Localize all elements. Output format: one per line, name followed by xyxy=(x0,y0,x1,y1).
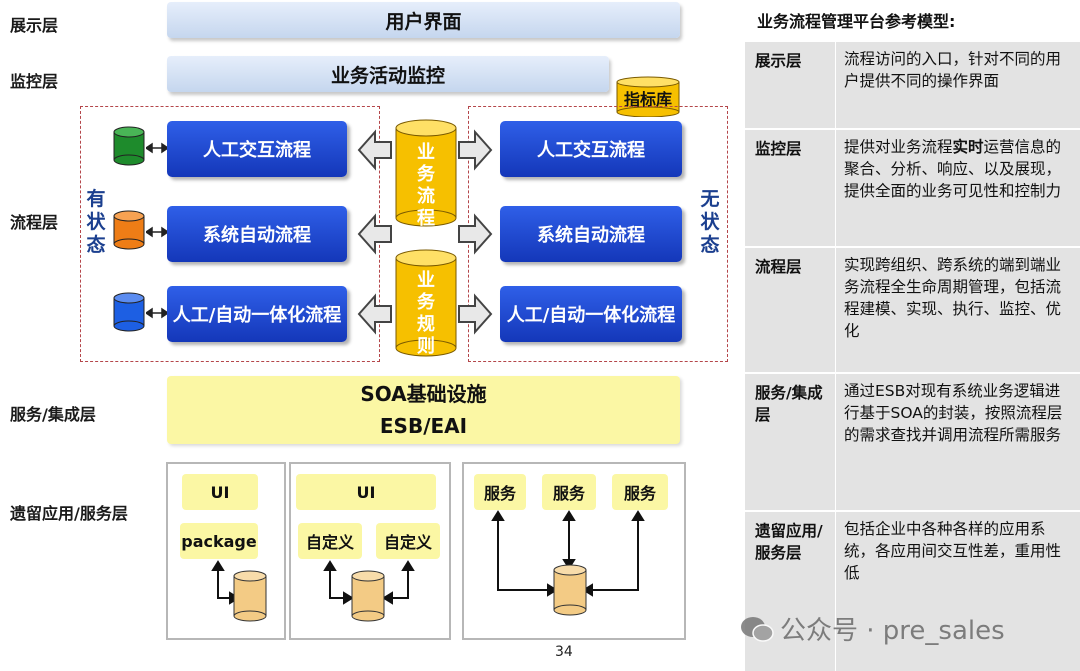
layer-label-monitoring: 监控层 xyxy=(10,72,59,91)
business-rule-db-label: 业务规则库 xyxy=(417,270,435,379)
legacy-3-service-2: 服务 xyxy=(542,474,596,510)
orange-db-icon xyxy=(113,210,145,250)
legacy-2-custom-left: 自定义 xyxy=(298,523,362,559)
left-integrated-process: 人工/自动一体化流程 xyxy=(167,286,347,342)
panel-row-name-legacy: 遗留应用/服务层 xyxy=(745,512,835,671)
stateless-label: 无状态 xyxy=(700,188,720,256)
business-rule-db-icon xyxy=(395,249,457,357)
panel-title: 业务流程管理平台参考模型: xyxy=(757,12,956,31)
right-system-auto-process: 系统自动流程 xyxy=(500,206,682,262)
hollow-arrows xyxy=(357,129,493,335)
wechat-icon xyxy=(741,616,774,642)
green-db-icon xyxy=(113,126,145,166)
business-activity-monitoring-bar: 业务活动监控 xyxy=(167,56,609,92)
legacy-3-service-3: 服务 xyxy=(612,474,668,510)
legacy-3-service-1: 服务 xyxy=(474,474,526,510)
business-flow-db-label: 业务流程库 xyxy=(417,142,435,251)
page-number: 34 xyxy=(555,644,573,660)
blue-db-icon xyxy=(113,292,145,332)
legacy-1-links xyxy=(211,560,267,622)
realtime-emphasis: 实时 xyxy=(952,138,984,156)
indicator-db-label: 指标库 xyxy=(623,90,672,109)
left-system-auto-process: 系统自动流程 xyxy=(167,206,347,262)
panel-row-desc-presentation: 流程访问的入口，针对不同的用户提供不同的操作界面 xyxy=(836,42,1080,128)
watermark-text: 公众号 · pre_sales xyxy=(780,616,1005,646)
legacy-1-package: package xyxy=(180,523,258,559)
indicator-db-icon xyxy=(616,76,680,117)
business-flow-db-icon xyxy=(395,119,457,227)
legacy-2-ui: UI xyxy=(296,474,436,510)
layer-label-legacy: 遗留应用/服务层 xyxy=(10,504,128,523)
panel-row-desc-monitoring: 提供对业务流程实时运营信息的聚合、分析、响应、以及展现，提供全面的业务可见性和控… xyxy=(836,130,1080,246)
legacy-1-ui: UI xyxy=(182,474,258,510)
panel-row-desc-legacy: 包括企业中各种各样的应用系统，各应用间交互性差，重用性低 xyxy=(836,512,1080,671)
legacy-2-links xyxy=(323,560,415,622)
right-manual-interaction-process: 人工交互流程 xyxy=(500,121,682,177)
panel-row-name-monitoring: 监控层 xyxy=(745,130,835,246)
panel-row-name-process: 流程层 xyxy=(745,248,835,372)
panel-row-name-presentation: 展示层 xyxy=(745,42,835,128)
db-link-arrows xyxy=(146,142,168,319)
layer-label-process: 流程层 xyxy=(10,213,59,232)
watermark: 公众号 · pre_sales xyxy=(740,610,1005,647)
stateful-label: 有状态 xyxy=(86,188,106,256)
panel-row-desc-process: 实现跨组织、跨系统的端到端业务流程全生命周期管理，包括流程建模、实现、执行、监控… xyxy=(836,248,1080,372)
esb-eai-label: ESB/EAI xyxy=(379,414,468,438)
user-interface-bar: 用户界面 xyxy=(167,2,680,38)
left-manual-interaction-process: 人工交互流程 xyxy=(167,121,347,177)
legacy-3-links xyxy=(491,510,645,616)
panel-row-name-service: 服务/集成层 xyxy=(745,374,835,510)
layer-label-service: 服务/集成层 xyxy=(10,405,96,424)
right-integrated-process: 人工/自动一体化流程 xyxy=(500,286,682,342)
soa-title: SOA基础设施 xyxy=(360,382,487,406)
panel-row-desc-service: 通过ESB对现有系统业务逻辑进行基于SOA的封装，按照流程层的需求查找并调用流程… xyxy=(836,374,1080,510)
layer-label-presentation: 展示层 xyxy=(10,16,59,35)
legacy-2-custom-right: 自定义 xyxy=(376,523,440,559)
soa-infrastructure-bar: SOA基础设施 ESB/EAI xyxy=(167,376,680,444)
